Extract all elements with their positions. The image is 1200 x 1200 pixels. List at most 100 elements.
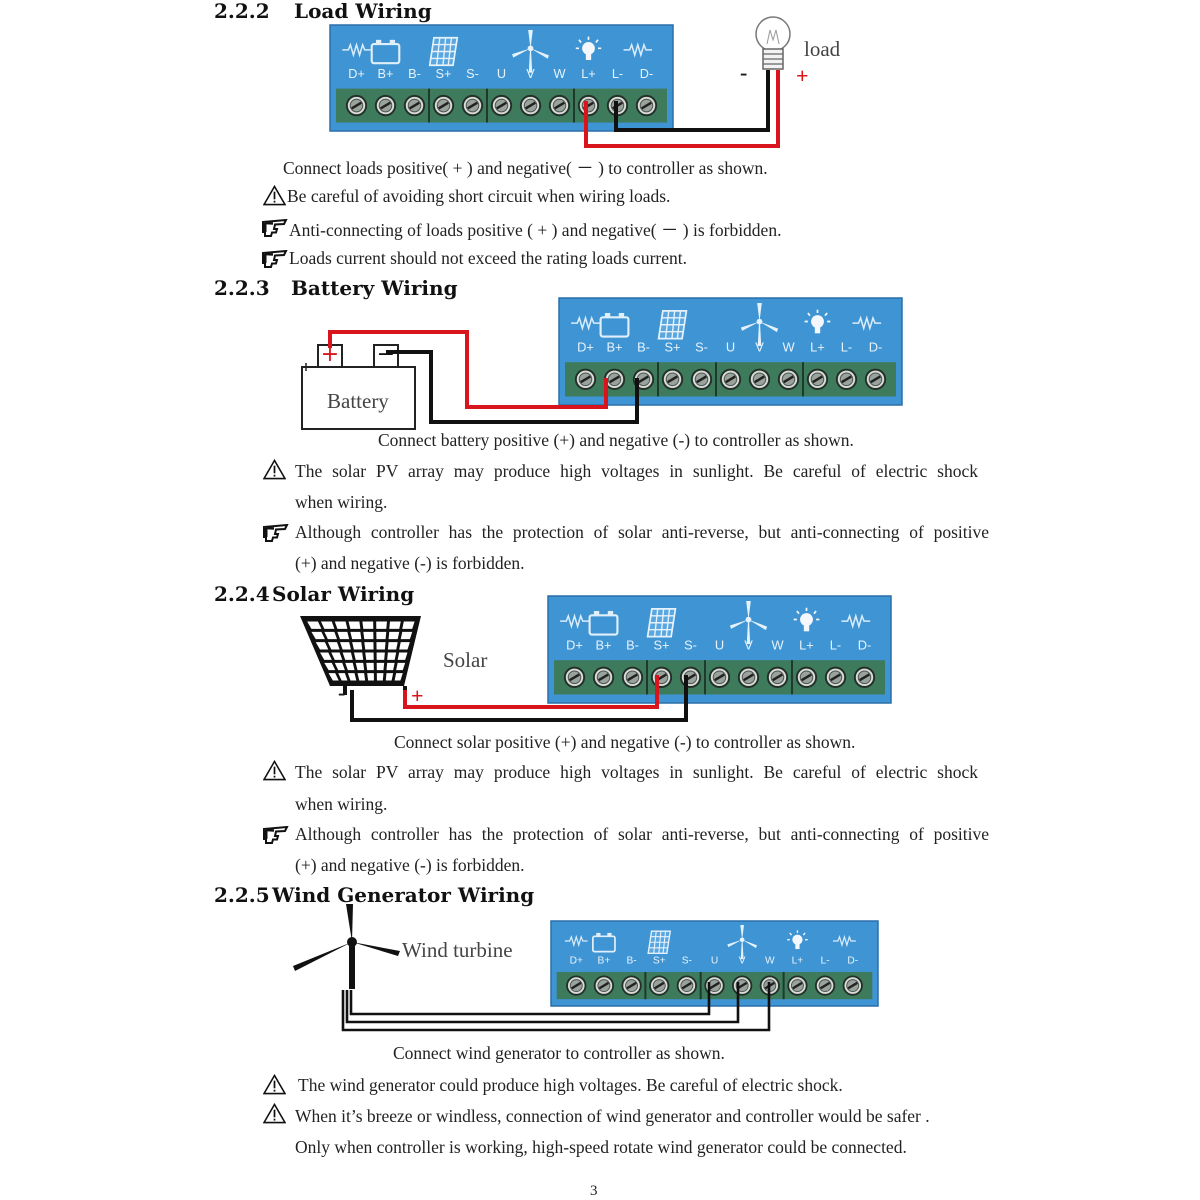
pointing-hand-icon <box>263 524 289 542</box>
pointing-hand-icon <box>263 826 289 844</box>
terminal-label: L- <box>841 340 852 355</box>
terminal-screw <box>690 368 713 391</box>
terminal-label: L- <box>830 638 841 653</box>
section-title: Battery Wiring <box>291 276 458 300</box>
terminal-label: L- <box>612 66 623 81</box>
terminal-screw <box>563 666 586 689</box>
solar-panel-icon <box>647 930 671 954</box>
terminal-label: U <box>711 956 718 967</box>
terminal-label: D+ <box>348 66 365 81</box>
terminal-label: U <box>497 66 506 81</box>
terminal-screw <box>806 368 829 391</box>
warning-triangle-icon <box>263 1103 286 1124</box>
wind-turbine-icon <box>293 904 400 989</box>
terminal-label: D- <box>869 340 883 355</box>
terminal-screw <box>795 666 818 689</box>
section-number: 2.2.4 <box>214 582 270 606</box>
terminal-screw <box>592 666 615 689</box>
solar-panel-icon <box>300 616 421 695</box>
load-note-2: Anti-connecting of loads positive ( + ) … <box>289 220 782 240</box>
load-caption: Connect loads positive( + ) and negative… <box>283 158 768 178</box>
solar-label: Solar <box>443 648 488 672</box>
terminal-screw <box>842 975 864 997</box>
terminal-label: W <box>765 956 775 967</box>
terminal-label: S+ <box>664 340 680 355</box>
connected-terminal-screw <box>577 94 600 117</box>
connected-terminal-screw <box>731 975 753 997</box>
black-wire <box>386 350 639 424</box>
terminal-label: U <box>726 340 735 355</box>
terminal-label: S- <box>695 340 708 355</box>
battery-note-2-line-2: (+) and negative (-) is forbidden. <box>295 553 525 573</box>
terminal-label: D- <box>640 66 653 81</box>
load-note-1: Be careful of avoiding short circuit whe… <box>287 186 671 206</box>
terminal-screw <box>565 975 587 997</box>
terminal-screw <box>814 975 836 997</box>
battery-icon <box>301 344 416 430</box>
terminal-label: L+ <box>810 340 825 355</box>
terminal-screw <box>461 94 484 117</box>
terminal-screw <box>766 666 789 689</box>
solar-panel-icon <box>428 36 459 67</box>
terminal-screw <box>824 666 847 689</box>
red-wire <box>403 675 659 709</box>
terminal-label: W <box>771 638 784 653</box>
light-bulb-icon <box>755 16 791 70</box>
terminal-label: B+ <box>606 340 622 355</box>
terminal-label: L- <box>821 956 830 967</box>
terminal-screw <box>432 94 455 117</box>
terminal-screw <box>748 368 771 391</box>
section-number: 2.2.5 <box>214 883 270 907</box>
solar-panel-icon <box>657 309 688 340</box>
battery-plus-sign: + <box>320 342 340 367</box>
terminal-screw <box>835 368 858 391</box>
warning-triangle-icon <box>263 1074 286 1095</box>
battery-label: Battery <box>327 389 389 413</box>
battery-note-1-line-1: The solar PV array may produce high volt… <box>295 461 978 481</box>
wind-note-2-line-1: When it’s breeze or windless, connection… <box>295 1106 930 1126</box>
black-wire <box>614 70 770 132</box>
terminal-screw <box>719 368 742 391</box>
solar-note-1-line-1: The solar PV array may produce high volt… <box>295 762 978 782</box>
battery-note-2-line-1: Although controller has the protection o… <box>295 522 989 542</box>
section-number: 2.2.2 <box>214 0 270 23</box>
terminal-screw <box>548 94 571 117</box>
terminal-label: B- <box>626 956 636 967</box>
terminal-screw <box>490 94 513 117</box>
battery-caption: Connect battery positive (+) and negativ… <box>378 430 854 450</box>
page-number: 3 <box>590 1183 598 1199</box>
terminal-label: B+ <box>598 956 611 967</box>
wind-caption: Connect wind generator to controller as … <box>393 1043 725 1063</box>
terminal-label: S+ <box>653 956 666 967</box>
terminal-label: D- <box>847 956 858 967</box>
wire-v <box>345 982 740 1024</box>
load-plus-sign: + <box>796 63 809 88</box>
terminal-label: S+ <box>653 638 669 653</box>
battery-minus-sign: − <box>376 342 396 367</box>
terminal-label: W <box>782 340 795 355</box>
section-title: Load Wiring <box>294 0 432 23</box>
terminal-screw <box>635 94 658 117</box>
connected-terminal-screw <box>679 666 702 689</box>
load-note-3: Loads current should not exceed the rati… <box>289 248 687 268</box>
terminal-screw <box>621 666 644 689</box>
terminal-label: L+ <box>799 638 814 653</box>
terminal-screw <box>853 666 876 689</box>
wire-u <box>349 982 711 1016</box>
terminal-screw <box>864 368 887 391</box>
terminal-screw <box>403 94 426 117</box>
connected-terminal-screw <box>650 666 673 689</box>
terminal-screw <box>621 975 642 997</box>
terminal-label: S- <box>466 66 479 81</box>
solar-plus-sign: + <box>411 683 424 708</box>
pointing-hand-icon <box>262 250 288 268</box>
wind-turbine-label: Wind turbine <box>402 938 513 962</box>
terminal-screw <box>787 975 808 997</box>
battery-note-1-line-2: when wiring. <box>295 492 388 512</box>
terminal-label: D+ <box>570 956 583 967</box>
